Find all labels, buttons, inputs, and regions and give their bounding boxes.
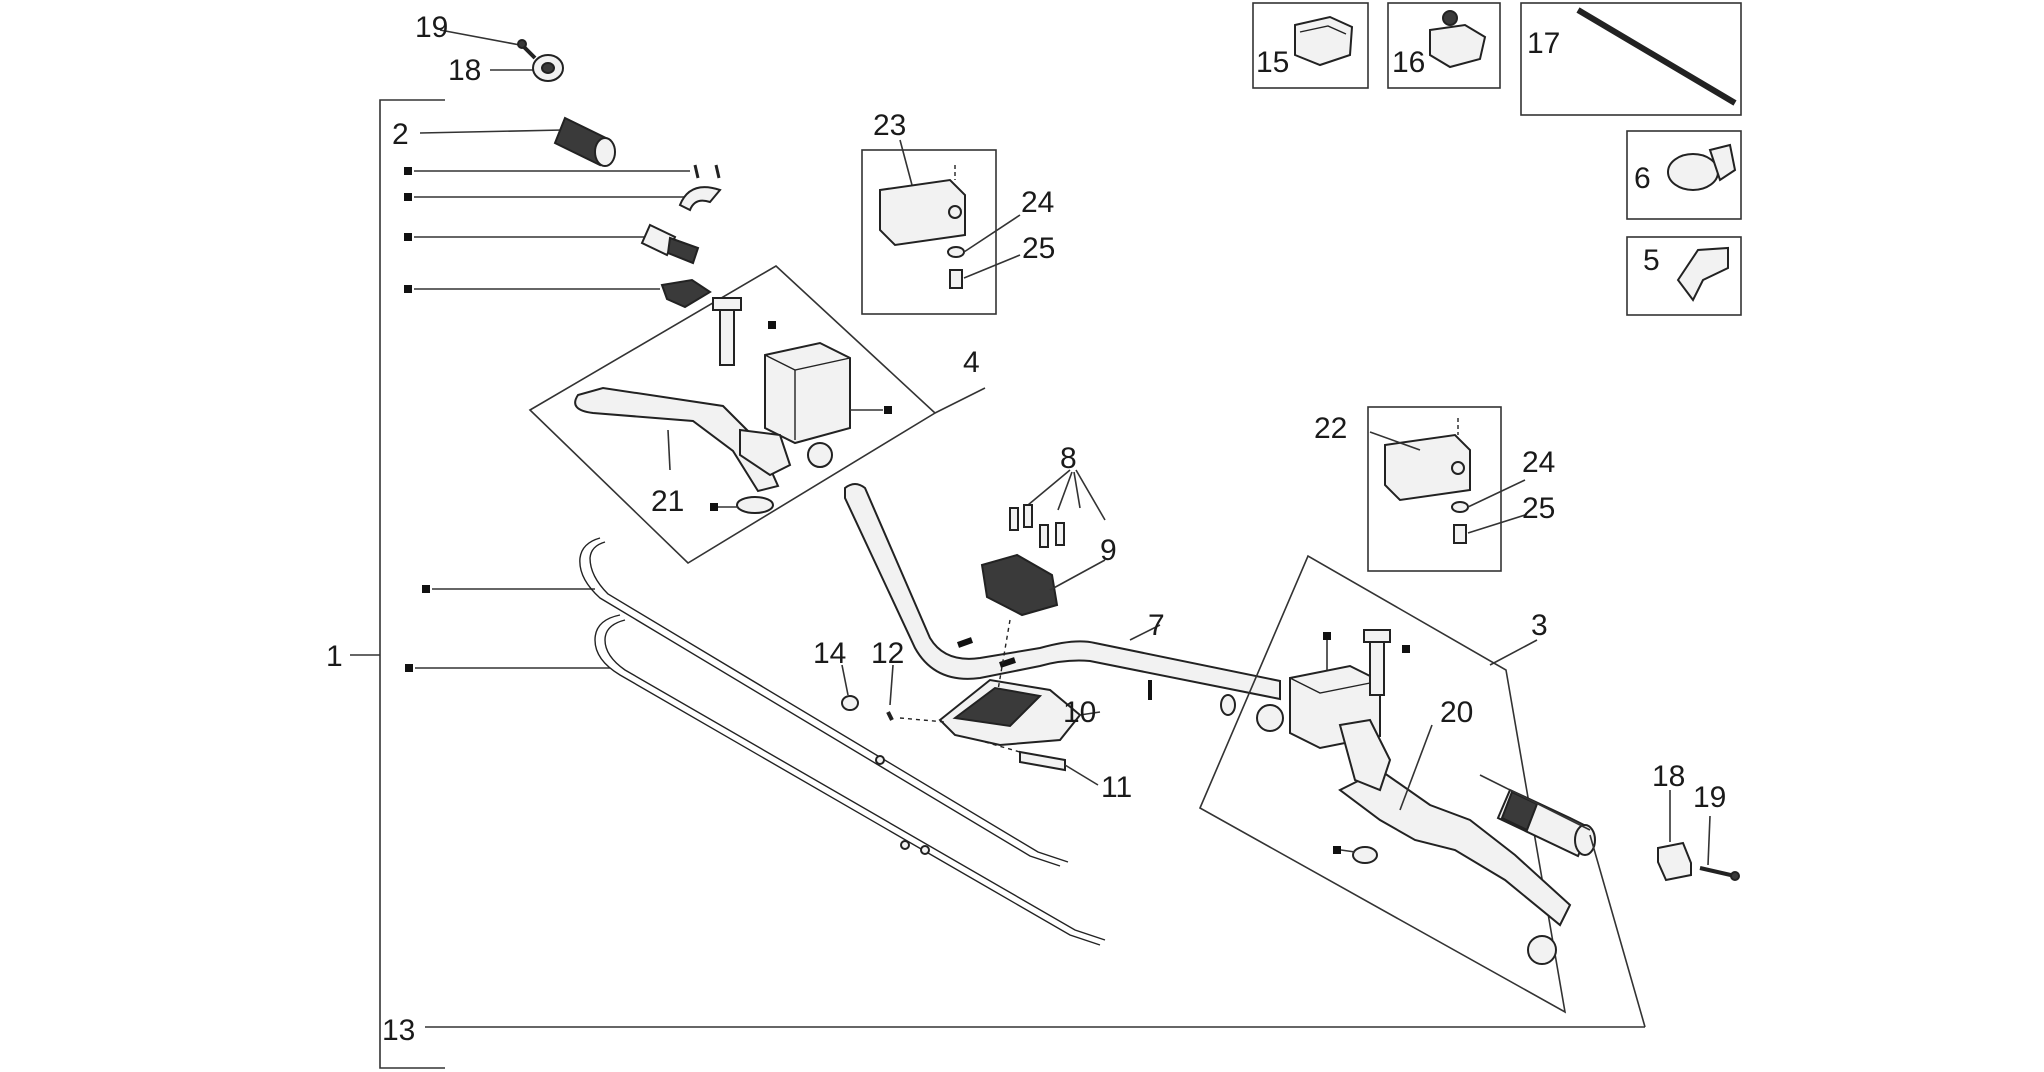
callout-7: 7 <box>1148 609 1165 642</box>
part-18-weight-left <box>490 54 564 82</box>
callout-3: 3 <box>1531 609 1548 642</box>
box-switch-23 <box>861 139 1021 315</box>
part-10-lower-clamp <box>938 619 1101 747</box>
left-brake-assembly <box>528 265 986 565</box>
callout-5: 5 <box>1643 244 1660 277</box>
callout-9: 9 <box>1100 534 1117 567</box>
right-brake-assembly <box>1198 554 1572 1014</box>
sub-item-clamp-half <box>404 186 722 212</box>
throttle-cables <box>405 537 1106 946</box>
callout-25-upper: 25 <box>1022 232 1055 265</box>
part-11-pin <box>984 741 1099 786</box>
callout-17: 17 <box>1527 27 1560 60</box>
callout-24-lower: 24 <box>1522 446 1555 479</box>
callout-18-right: 18 <box>1652 760 1685 793</box>
callout-2: 2 <box>392 118 409 151</box>
callout-4: 4 <box>963 346 980 379</box>
callout-14: 14 <box>813 637 846 670</box>
sub-item-throttle-tube <box>404 223 700 265</box>
callout-19-left: 19 <box>415 11 448 44</box>
box-part-17 <box>1520 2 1742 116</box>
part-18-weight-right <box>1657 790 1692 882</box>
callout-6: 6 <box>1634 162 1651 195</box>
part-9-upper-clamp <box>980 553 1106 617</box>
part-19-screw-left <box>439 29 537 60</box>
callout-20: 20 <box>1440 696 1473 729</box>
part-12-washer <box>886 664 946 723</box>
box-part-15 <box>1252 2 1369 89</box>
callout-13: 13 <box>382 1014 415 1047</box>
part-2-grip-left <box>419 116 616 167</box>
part-8-bolts <box>1009 469 1106 548</box>
callout-24-upper: 24 <box>1021 186 1054 219</box>
callout-10: 10 <box>1063 696 1096 729</box>
callout-12: 12 <box>871 637 904 670</box>
box-switch-22 <box>1367 406 1526 572</box>
part-right-grip <box>1479 774 1646 1028</box>
callout-11: 11 <box>1101 771 1132 804</box>
callout-1: 1 <box>326 640 343 673</box>
part-7-handlebar <box>844 483 1281 716</box>
box-part-16 <box>1387 2 1501 89</box>
part-14-nut <box>841 664 859 711</box>
callout-22: 22 <box>1314 412 1347 445</box>
callout-25-lower: 25 <box>1522 492 1555 525</box>
callout-21: 21 <box>651 485 684 518</box>
callout-16: 16 <box>1392 46 1425 79</box>
box-part-5 <box>1626 236 1742 316</box>
callout-15: 15 <box>1256 46 1289 79</box>
callout-19-right: 19 <box>1693 781 1726 814</box>
sub-item-lower-clamp <box>404 278 712 309</box>
callout-23: 23 <box>873 109 906 142</box>
callout-8: 8 <box>1060 442 1077 475</box>
box-part-6 <box>1626 130 1742 220</box>
assembly-bracket <box>350 99 1645 1069</box>
sub-item-screws <box>404 164 721 179</box>
callout-18-left: 18 <box>448 54 481 87</box>
part-19-screw-right <box>1699 815 1740 881</box>
